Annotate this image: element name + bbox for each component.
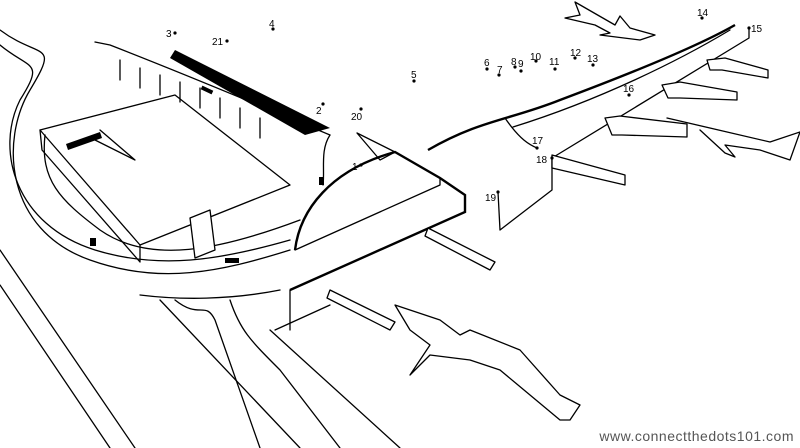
svg-text:20: 20	[351, 112, 363, 123]
dot-15: 15	[747, 24, 763, 35]
svg-text:9: 9	[518, 59, 524, 70]
dot-10: 10	[530, 52, 542, 63]
dot-12: 12	[570, 48, 582, 60]
dot-20: 20	[351, 107, 363, 123]
airplanes	[394, 1, 800, 421]
svg-text:7: 7	[497, 65, 503, 76]
dot-17: 17	[532, 136, 544, 150]
svg-text:11: 11	[549, 57, 560, 68]
watermark: www.connectthedots101.com	[599, 428, 794, 444]
svg-text:8: 8	[511, 57, 517, 68]
svg-text:2: 2	[316, 106, 322, 117]
svg-text:18: 18	[536, 155, 548, 166]
svg-text:10: 10	[530, 52, 542, 63]
dot-18: 18	[536, 155, 554, 166]
dot-19: 19	[485, 190, 500, 204]
dots: 1 2 3 4 5 6 7 8 9 10 11 12 13 14 15 16 1…	[166, 8, 763, 204]
dot-3: 3	[166, 29, 177, 40]
dot-13: 13	[587, 54, 599, 67]
svg-text:19: 19	[485, 193, 497, 204]
dot-16: 16	[623, 84, 635, 97]
svg-text:14: 14	[697, 8, 709, 19]
svg-text:13: 13	[587, 54, 599, 65]
svg-text:16: 16	[623, 84, 635, 95]
svg-text:17: 17	[532, 136, 544, 147]
svg-text:1: 1	[352, 162, 358, 173]
svg-text:4: 4	[269, 19, 275, 30]
roads	[0, 29, 401, 448]
dot-4: 4	[269, 19, 275, 31]
dot-7: 7	[497, 65, 503, 77]
svg-text:5: 5	[411, 70, 417, 81]
dot-5: 5	[411, 70, 417, 83]
dot-11: 11	[549, 57, 560, 71]
svg-text:15: 15	[751, 24, 763, 35]
dot-6: 6	[484, 58, 490, 71]
svg-text:21: 21	[212, 37, 224, 48]
dot-8: 8	[511, 57, 517, 69]
svg-text:6: 6	[484, 58, 490, 69]
svg-text:3: 3	[166, 29, 172, 40]
pier	[274, 132, 496, 331]
dot-14: 14	[697, 8, 709, 20]
dot-21: 21	[212, 37, 229, 48]
terminal-building	[39, 41, 331, 263]
dot-9: 9	[518, 59, 524, 73]
dot-2: 2	[316, 102, 325, 117]
svg-text:12: 12	[570, 48, 582, 59]
concourse	[427, 23, 769, 231]
dot-1: 1	[352, 162, 363, 173]
